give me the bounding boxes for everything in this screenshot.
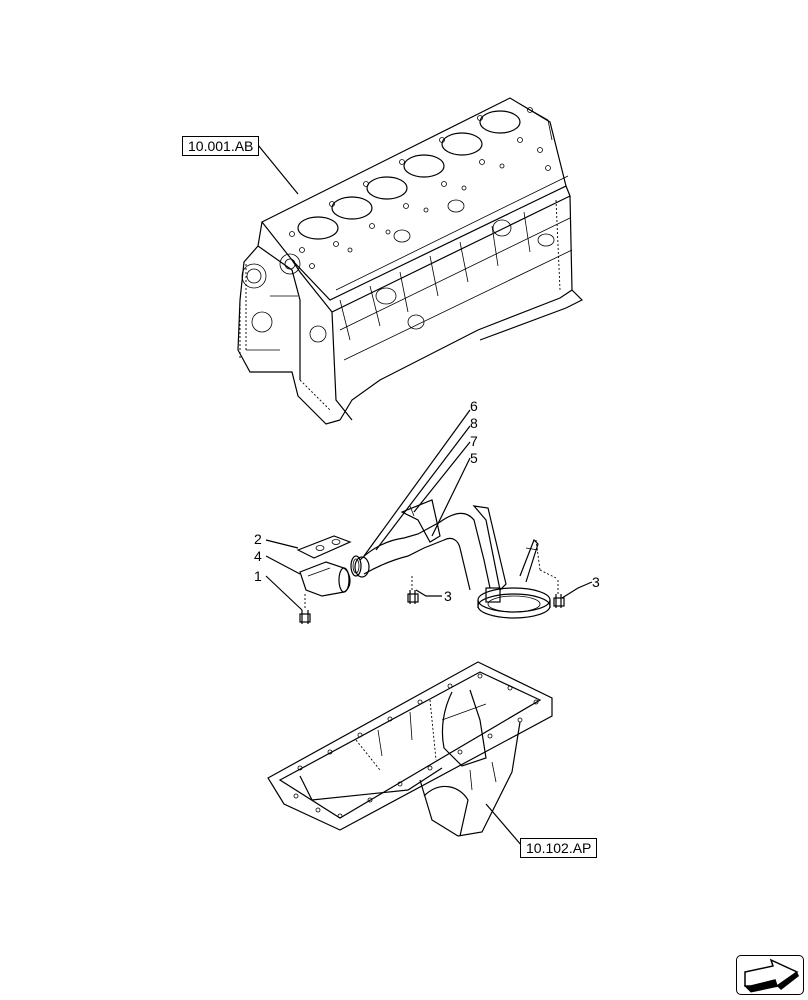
reference-label-engine-block[interactable]: 10.001.AB [182,136,260,156]
callout-leaders [265,409,593,611]
callout-3-right: 3 [592,574,600,590]
callout-7: 7 [470,433,478,449]
oil-pickup-drawing [296,499,565,624]
callout-1: 1 [254,568,262,584]
next-page-arrow-icon [743,958,799,993]
callout-5: 5 [470,450,478,466]
callout-2: 2 [254,531,262,547]
engine-block-drawing [237,97,584,425]
callout-4: 4 [254,548,262,564]
callout-6: 6 [470,398,478,414]
next-page-button[interactable] [736,955,804,995]
leader-oil-pan [485,803,523,847]
leader-engine-block [257,144,299,195]
callout-8: 8 [470,415,478,431]
oil-pan-drawing [267,661,553,837]
reference-label-oil-pan[interactable]: 10.102.AP [520,838,598,858]
callout-3-left: 3 [444,588,452,604]
